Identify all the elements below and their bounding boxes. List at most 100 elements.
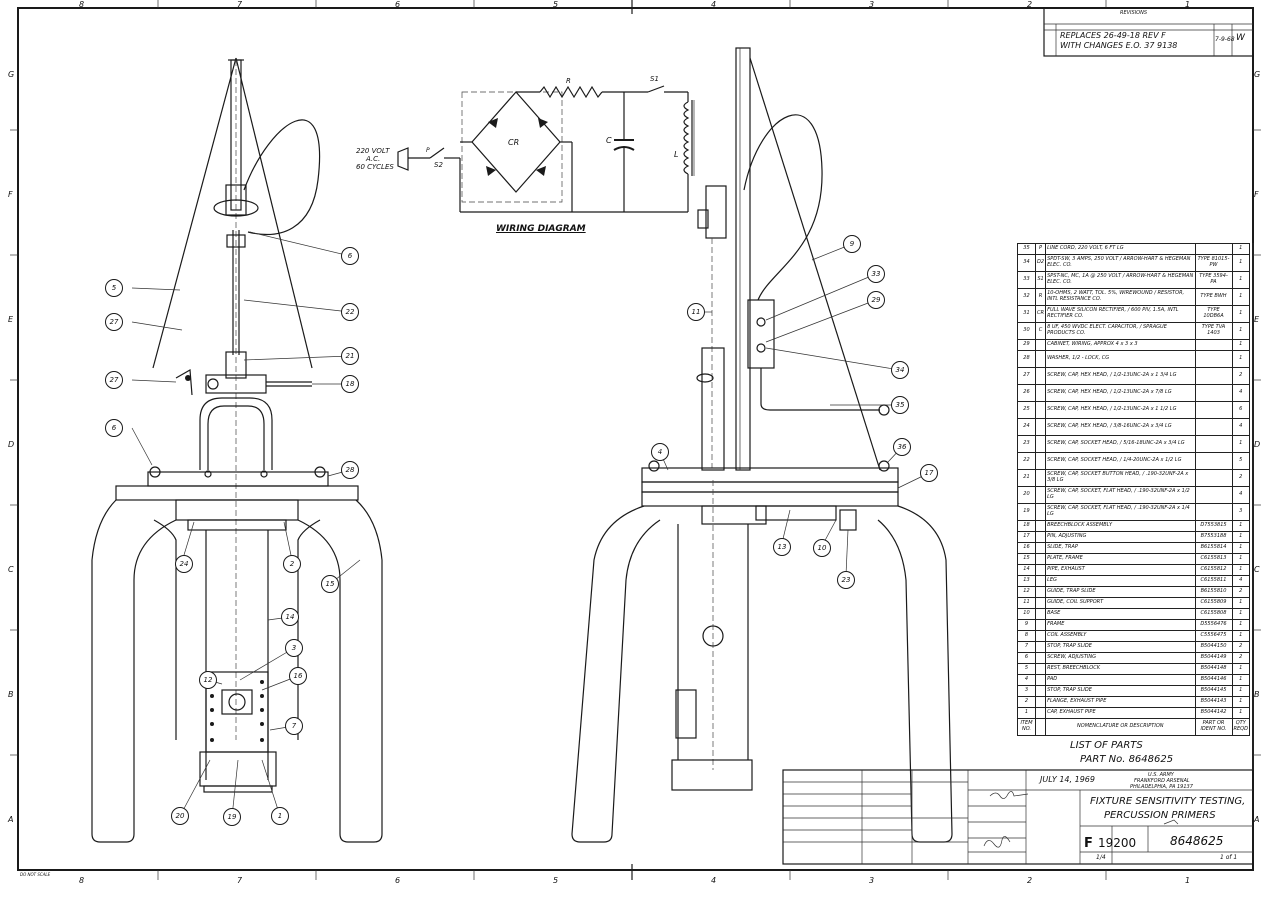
drawing-scale: 1/4 xyxy=(1096,854,1106,861)
callout-bubble: 6 xyxy=(341,247,359,265)
label-resistor: R xyxy=(566,77,571,85)
item-part-number: C6155809 xyxy=(1194,597,1233,609)
item-quantity: 1 xyxy=(1231,674,1250,686)
part-number-line: PART No. 8648625 xyxy=(1080,754,1174,765)
item-part-number: B6155814 xyxy=(1194,542,1233,554)
item-quantity: 1 xyxy=(1231,322,1250,340)
label-rectifier: CR xyxy=(508,138,520,147)
item-description: SCREW, CAP, SOCKET BUTTON HEAD, / .190-3… xyxy=(1045,469,1196,487)
callout-bubble: 35 xyxy=(891,396,909,414)
parts-header-cell: QTY REQD xyxy=(1231,718,1250,736)
item-symbol xyxy=(1034,586,1047,598)
item-part-number: B7553188 xyxy=(1194,531,1233,543)
drawing-date: JULY 14, 1969 xyxy=(1040,775,1095,784)
item-symbol xyxy=(1034,452,1047,470)
label-switch-s1: S1 xyxy=(650,75,659,83)
item-quantity: 1 xyxy=(1231,339,1250,351)
item-quantity: 1 xyxy=(1231,531,1250,543)
item-quantity: 1 xyxy=(1231,707,1250,719)
item-part-number xyxy=(1194,503,1233,521)
callout-bubble: 34 xyxy=(891,361,909,379)
title-agency: U.S. ARMY xyxy=(1148,772,1174,778)
item-part-number: TYPE BWH xyxy=(1194,288,1233,306)
callout-bubble: 1 xyxy=(271,807,289,825)
callout-bubble: 11 xyxy=(687,303,705,321)
item-number: 11 xyxy=(1017,597,1036,609)
item-part-number: C6155811 xyxy=(1194,575,1233,587)
item-symbol: D2 xyxy=(1034,254,1047,272)
callout-bubble: 5 xyxy=(105,279,123,297)
callout-bubble: 20 xyxy=(171,807,189,825)
front-callouts xyxy=(131,231,361,818)
item-part-number: B5044142 xyxy=(1194,707,1233,719)
zone-number-top: 1 xyxy=(1185,0,1191,9)
item-quantity: 2 xyxy=(1231,367,1250,385)
item-number: 18 xyxy=(1017,520,1036,532)
callout-bubble: 7 xyxy=(285,717,303,735)
item-symbol xyxy=(1034,553,1047,565)
item-number: 35 xyxy=(1017,243,1036,255)
item-quantity: 1 xyxy=(1231,619,1250,631)
item-quantity: 4 xyxy=(1231,418,1250,436)
item-part-number: B5044150 xyxy=(1194,641,1233,653)
drawing-number: 8648625 xyxy=(1170,834,1224,848)
item-part-number: C6155808 xyxy=(1194,608,1233,620)
zone-number-bottom: 1 xyxy=(1185,876,1191,885)
item-part-number: B5044146 xyxy=(1194,674,1233,686)
item-part-number xyxy=(1194,452,1233,470)
item-quantity: 1 xyxy=(1231,553,1250,565)
zone-number-bottom: 5 xyxy=(553,876,559,885)
item-description: SCREW, CAP, HEX HEAD, / 1/2-13UNC-2A x 7… xyxy=(1045,384,1196,402)
item-description: SPDT-SW, 3 AMPS, 250 VOLT / ARROW-HART &… xyxy=(1045,254,1196,272)
item-number: 12 xyxy=(1017,586,1036,598)
item-quantity: 2 xyxy=(1231,586,1250,598)
item-symbol xyxy=(1034,469,1047,487)
item-number: 2 xyxy=(1017,696,1036,708)
item-part-number xyxy=(1194,469,1233,487)
callout-bubble: 33 xyxy=(867,265,885,283)
title-block xyxy=(782,769,1254,865)
item-part-number: C6155812 xyxy=(1194,564,1233,576)
item-symbol xyxy=(1034,575,1047,587)
item-quantity: 1 xyxy=(1231,597,1250,609)
item-number: 30 xyxy=(1017,322,1036,340)
item-symbol xyxy=(1034,663,1047,675)
item-quantity: 1 xyxy=(1231,271,1250,289)
wiring-diagram xyxy=(397,85,695,213)
zone-letter-right: G xyxy=(1254,70,1261,79)
callout-bubble: 13 xyxy=(773,538,791,556)
callout-bubble: 28 xyxy=(341,461,359,479)
item-quantity: 1 xyxy=(1231,350,1250,368)
item-number: 31 xyxy=(1017,305,1036,323)
label-coil: L xyxy=(674,150,679,159)
item-description: GUIDE, TRAP SLIDE xyxy=(1045,586,1196,598)
callout-bubble: 14 xyxy=(281,608,299,626)
zone-letter-left: A xyxy=(8,815,14,824)
item-description: SCREW, CAP, SOCKET, FLAT HEAD, / .190-32… xyxy=(1045,503,1196,521)
zone-letter-left: B xyxy=(8,690,14,699)
item-quantity: 1 xyxy=(1231,520,1250,532)
item-symbol xyxy=(1034,564,1047,576)
callout-bubble: 15 xyxy=(321,575,339,593)
zone-number-top: 3 xyxy=(869,0,875,9)
front-view xyxy=(91,57,383,843)
item-quantity: 2 xyxy=(1231,652,1250,664)
item-quantity: 1 xyxy=(1231,254,1250,272)
code-ident: 19200 xyxy=(1098,836,1137,850)
label-capacitor: C xyxy=(606,136,612,145)
title-city: PHILADELPHIA, PA 19137 xyxy=(1130,784,1193,790)
